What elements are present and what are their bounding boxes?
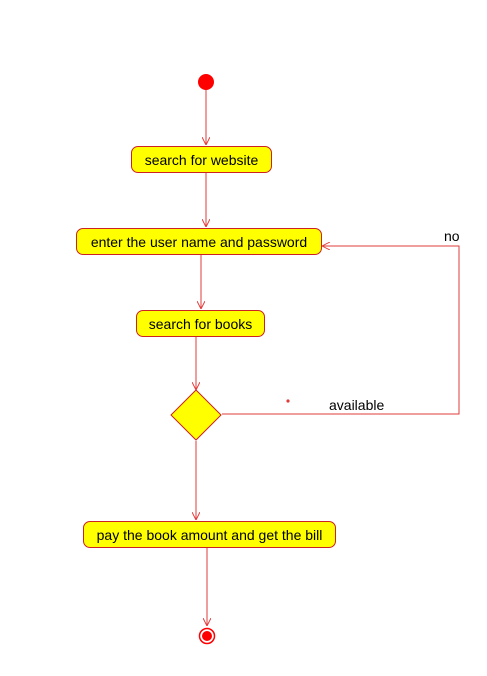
initial-node [198,74,214,90]
edge-decision-loop-no [222,246,460,415]
guard-label-available: available [329,397,385,413]
activity-enter-user-name-and-password: enter the user name and password [76,228,322,255]
activity-search-for-books: search for books [136,310,265,337]
final-node-core [202,631,212,641]
decision-node [170,389,222,441]
guard-marker-dot [286,399,290,403]
activity-pay-and-get-bill: pay the book amount and get the bill [83,521,336,548]
activity-search-for-website: search for website [131,146,272,173]
guard-label-no: no [444,228,460,244]
